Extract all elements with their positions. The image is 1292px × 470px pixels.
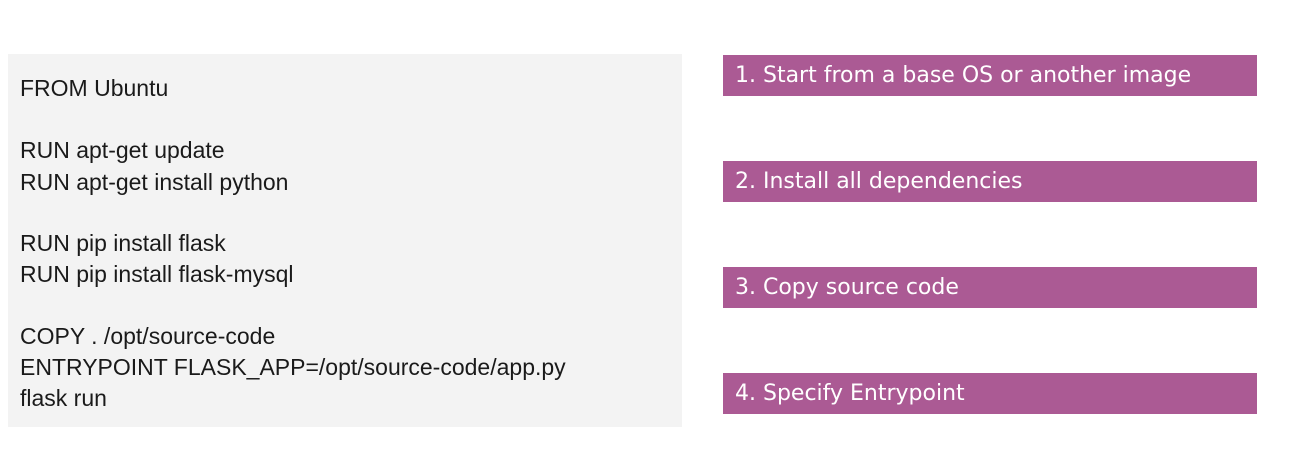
dockerfile-panel: FROM Ubuntu RUN apt-get update RUN apt-g… [8, 54, 682, 427]
code-line-copy: COPY . /opt/source-code [20, 323, 276, 349]
step-1-label: 1. Start from a base OS or another image [723, 55, 1257, 96]
code-line-pip-flask-mysql: RUN pip install flask-mysql [20, 261, 294, 287]
step-2-label: 2. Install all dependencies [723, 161, 1257, 202]
code-line-apt-install: RUN apt-get install python [20, 169, 289, 195]
step-3-label: 3. Copy source code [723, 267, 1257, 308]
code-line-flask-run: flask run [20, 385, 107, 411]
code-line-from: FROM Ubuntu [20, 75, 169, 101]
step-4-label: 4. Specify Entrypoint [723, 373, 1257, 414]
code-line-pip-flask: RUN pip install flask [20, 230, 226, 256]
code-line-apt-update: RUN apt-get update [20, 137, 225, 163]
code-line-entrypoint: ENTRYPOINT FLASK_APP=/opt/source-code/ap… [20, 354, 566, 380]
